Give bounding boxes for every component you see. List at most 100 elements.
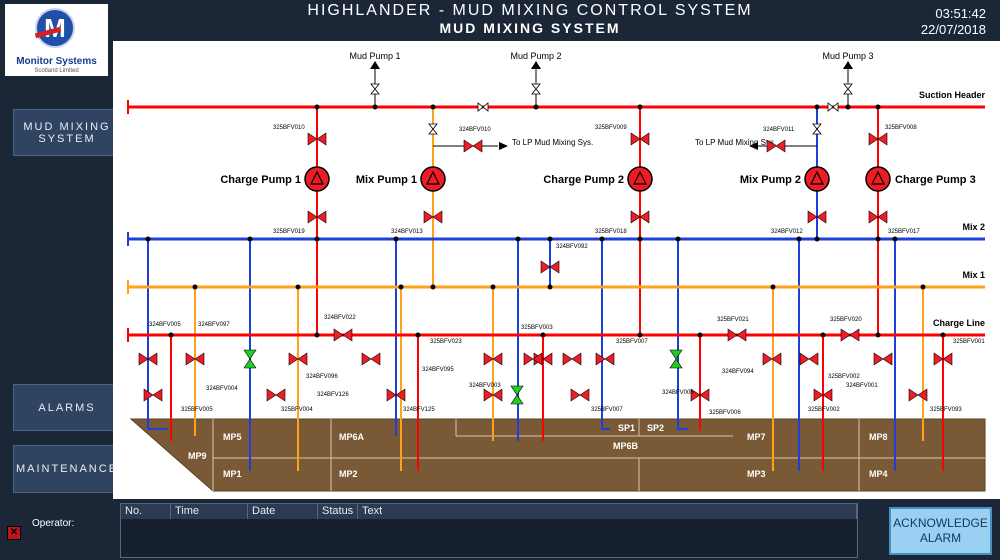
nav-maintenance-button[interactable]: MAINTENANCE — [13, 445, 121, 493]
valve-icon[interactable] — [288, 352, 308, 366]
junction-dot — [430, 284, 436, 290]
valve-tag-324bfv013: 324BFV013 — [391, 229, 423, 235]
valve-icon[interactable] — [840, 328, 860, 342]
valve-tag-325bfv093: 325BFV093 — [930, 407, 962, 413]
tank-label-mp4: MP4 — [869, 469, 888, 479]
mix1-label: Mix 1 — [962, 270, 985, 280]
tank-block — [129, 418, 986, 492]
alarm-table[interactable]: No. Time Date Status Text — [120, 503, 858, 558]
charge-pump-3-label: Charge Pump 3 — [895, 174, 976, 186]
arrow-left-icon — [749, 142, 758, 150]
junction-dot — [515, 236, 521, 242]
valve-icon[interactable] — [386, 388, 406, 402]
valve-icon[interactable] — [143, 388, 163, 402]
mud-pump-1-label: Mud Pump 1 — [349, 51, 400, 61]
valve-icon[interactable] — [483, 388, 503, 402]
ack-line-2: ALARM — [919, 531, 962, 545]
valve-tag-325bfv009: 325BFV009 — [595, 125, 627, 131]
junction-dot — [796, 236, 802, 242]
charge-pump-2[interactable]: Charge Pump 2 — [543, 166, 653, 192]
valve-icon[interactable] — [873, 352, 893, 366]
charge-pump-1[interactable]: Charge Pump 1 — [220, 166, 330, 192]
valve-icon[interactable] — [483, 352, 503, 366]
valve-icon[interactable] — [333, 328, 353, 342]
mix2-label: Mix 2 — [962, 222, 985, 232]
valve-icon[interactable] — [595, 352, 615, 366]
logo-name: Monitor Systems — [16, 56, 97, 67]
pump-icon — [304, 166, 330, 192]
valve-icon[interactable] — [266, 388, 286, 402]
junction-dot — [533, 104, 539, 110]
gate-valve-icon[interactable] — [370, 83, 380, 95]
mimic-panel: MP5 MP6A SP1 SP2 MP7 MP8 MP9 MP6B MP1 MP… — [113, 41, 1000, 499]
operator-status-icon: ✕ — [7, 526, 21, 540]
valve-icon[interactable] — [762, 352, 782, 366]
valve-icon[interactable] — [933, 352, 953, 366]
junction-dot — [875, 104, 881, 110]
arrow-up-icon — [843, 61, 853, 69]
clock: 03:51:42 22/07/2018 — [921, 6, 986, 38]
column-header-status: Status — [318, 504, 358, 519]
valve-icon[interactable] — [766, 139, 786, 153]
gate-valve-icon[interactable] — [827, 102, 839, 112]
valve-tag-324bfv125: 324BFV125 — [403, 407, 435, 413]
valve-icon[interactable] — [630, 132, 650, 146]
valve-icon[interactable] — [361, 352, 381, 366]
valve-icon[interactable] — [690, 388, 710, 402]
gate-valve-icon[interactable] — [843, 83, 853, 95]
valve-icon[interactable] — [185, 352, 205, 366]
valve-icon[interactable] — [307, 132, 327, 146]
nav-mud-mixing-system-button[interactable]: MUD MIXING SYSTEM — [13, 109, 121, 156]
arrow-up-icon — [370, 61, 380, 69]
valve-tag-324bfv006: 324BFV006 — [662, 390, 694, 396]
mix-pump-2[interactable]: Mix Pump 2 — [740, 166, 830, 192]
valve-icon[interactable] — [669, 349, 683, 369]
valve-icon[interactable] — [868, 132, 888, 146]
gate-valve-icon[interactable] — [477, 102, 489, 112]
gate-valve-icon[interactable] — [812, 123, 822, 135]
valve-icon[interactable] — [540, 260, 560, 274]
charge-pump-1-label: Charge Pump 1 — [220, 174, 301, 186]
valve-icon[interactable] — [243, 349, 257, 369]
arrow-right-icon — [499, 142, 508, 150]
pump-icon — [420, 166, 446, 192]
junction-dot — [547, 284, 553, 290]
valve-icon[interactable] — [423, 210, 443, 224]
valve-icon[interactable] — [908, 388, 928, 402]
mix-pump-1[interactable]: Mix Pump 1 — [356, 166, 446, 192]
valve-icon[interactable] — [813, 388, 833, 402]
logo-subtitle: Scotland Limited — [34, 68, 79, 74]
acknowledge-alarm-button[interactable]: ACKNOWLEDGE ALARM — [889, 507, 992, 555]
valve-tag-324bfv096: 324BFV096 — [306, 374, 338, 380]
valve-tag-325bfv018: 325BFV018 — [595, 229, 627, 235]
mix-pump-2-label: Mix Pump 2 — [740, 174, 801, 186]
valve-icon[interactable] — [570, 388, 590, 402]
gate-valve-icon[interactable] — [428, 123, 438, 135]
valve-icon[interactable] — [138, 352, 158, 366]
tank-structure — [129, 418, 986, 492]
valve-icon[interactable] — [463, 139, 483, 153]
junction-dot — [314, 236, 320, 242]
charge-pump-3[interactable]: Charge Pump 3 — [865, 166, 976, 192]
junction-dot — [637, 332, 643, 338]
junction-dot — [393, 236, 399, 242]
valve-icon[interactable] — [562, 352, 582, 366]
valve-icon[interactable] — [523, 352, 543, 366]
valve-icon[interactable] — [807, 210, 827, 224]
charge-line-label: Charge Line — [933, 318, 985, 328]
valve-icon[interactable] — [799, 352, 819, 366]
valve-tag-325bfv001: 325BFV001 — [953, 339, 985, 345]
pump-impeller-icon — [426, 170, 440, 185]
junction-dot — [697, 332, 703, 338]
pump-impeller-icon — [310, 170, 324, 185]
valve-tag-325bfv019: 325BFV019 — [273, 229, 305, 235]
junction-dot — [637, 104, 643, 110]
valve-icon[interactable] — [727, 328, 747, 342]
valve-icon[interactable] — [510, 385, 524, 405]
nav-alarms-button[interactable]: ALARMS — [13, 384, 121, 431]
valve-icon[interactable] — [307, 210, 327, 224]
gate-valve-icon[interactable] — [531, 83, 541, 95]
valve-icon[interactable] — [868, 210, 888, 224]
valve-icon[interactable] — [630, 210, 650, 224]
junction-dot — [547, 236, 553, 242]
